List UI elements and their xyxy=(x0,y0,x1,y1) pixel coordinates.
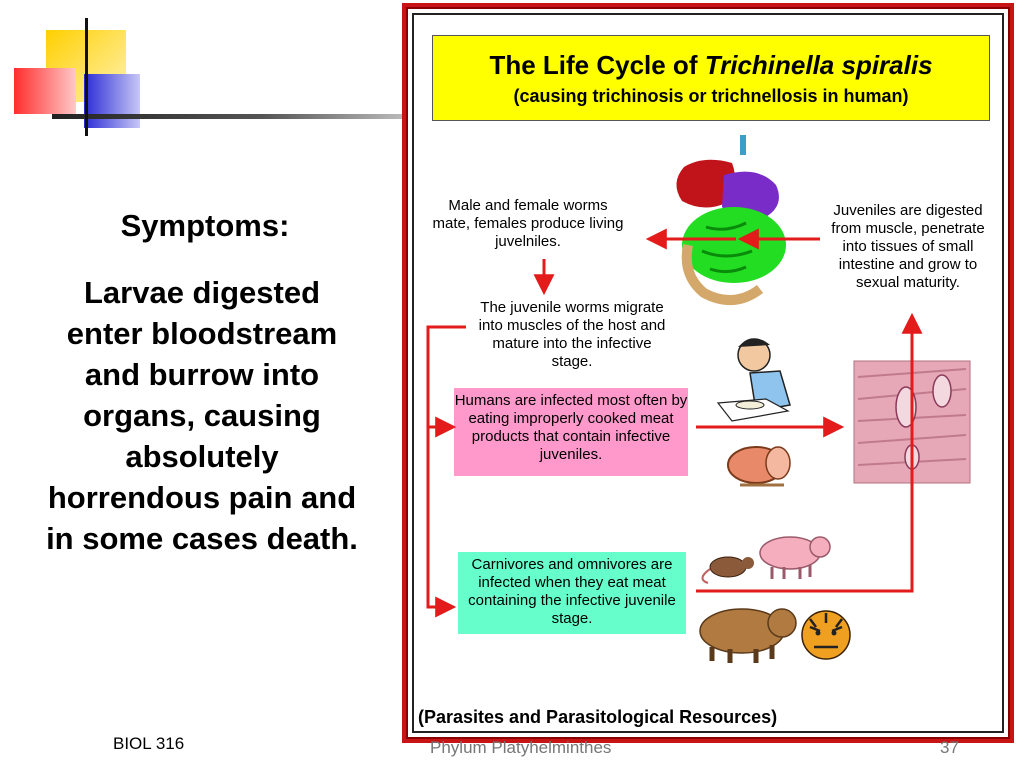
pig-icon xyxy=(759,536,831,579)
step-digest-text: Juveniles are digested from muscle, pene… xyxy=(831,202,985,291)
person-eating-icon xyxy=(716,338,791,422)
symptoms-heading: Symptoms: xyxy=(120,208,290,243)
figure-inner-frame xyxy=(412,13,1004,733)
rat-icon xyxy=(701,556,754,584)
arrow-carnivores-to-muscle xyxy=(696,312,923,593)
figure-title-species: Trichinella spiralis xyxy=(704,50,933,80)
step-migrate-text: The juvenile worms migrate into muscles … xyxy=(478,299,666,370)
life-cycle-arrows xyxy=(426,228,923,618)
step-carnivores-box: Carnivores and omnivores are infected wh… xyxy=(458,552,686,634)
tiger-icon xyxy=(801,610,851,660)
figure-credit: (Parasites and Parasitological Resources… xyxy=(418,707,778,727)
digestive-system-icon xyxy=(676,135,786,305)
life-cycle-illustrations xyxy=(426,135,971,663)
step-mate-text: Male and female worms mate, females prod… xyxy=(432,197,624,250)
footer-course: BIOL 316 xyxy=(113,734,185,753)
decor-blue-square xyxy=(84,74,140,128)
decor-horizontal-rule xyxy=(52,114,404,119)
decor-red-square xyxy=(14,68,76,114)
bear-icon xyxy=(699,608,797,663)
figure-title: The Life Cycle of Trichinella spiralis xyxy=(433,50,989,81)
symptoms-body: Larvae digested enter bloodstream and bu… xyxy=(46,275,358,556)
figure-title-box: The Life Cycle of Trichinella spiralis (… xyxy=(432,35,990,121)
step-humans-box: Humans are infected most often by eating… xyxy=(454,388,688,476)
figure-title-prefix: The Life Cycle of xyxy=(489,50,705,80)
footer-page-number: 37 xyxy=(940,738,959,757)
footer-topic: Phylum Platyhelminthes xyxy=(430,738,612,757)
life-cycle-figure: The Life Cycle of Trichinella spiralis (… xyxy=(402,3,1014,743)
ham-icon xyxy=(727,446,791,487)
decor-vertical-rule xyxy=(85,18,88,136)
arrow-migrate-loop xyxy=(426,325,466,618)
figure-subtitle: (causing trichinosis or trichnellosis in… xyxy=(513,86,909,106)
